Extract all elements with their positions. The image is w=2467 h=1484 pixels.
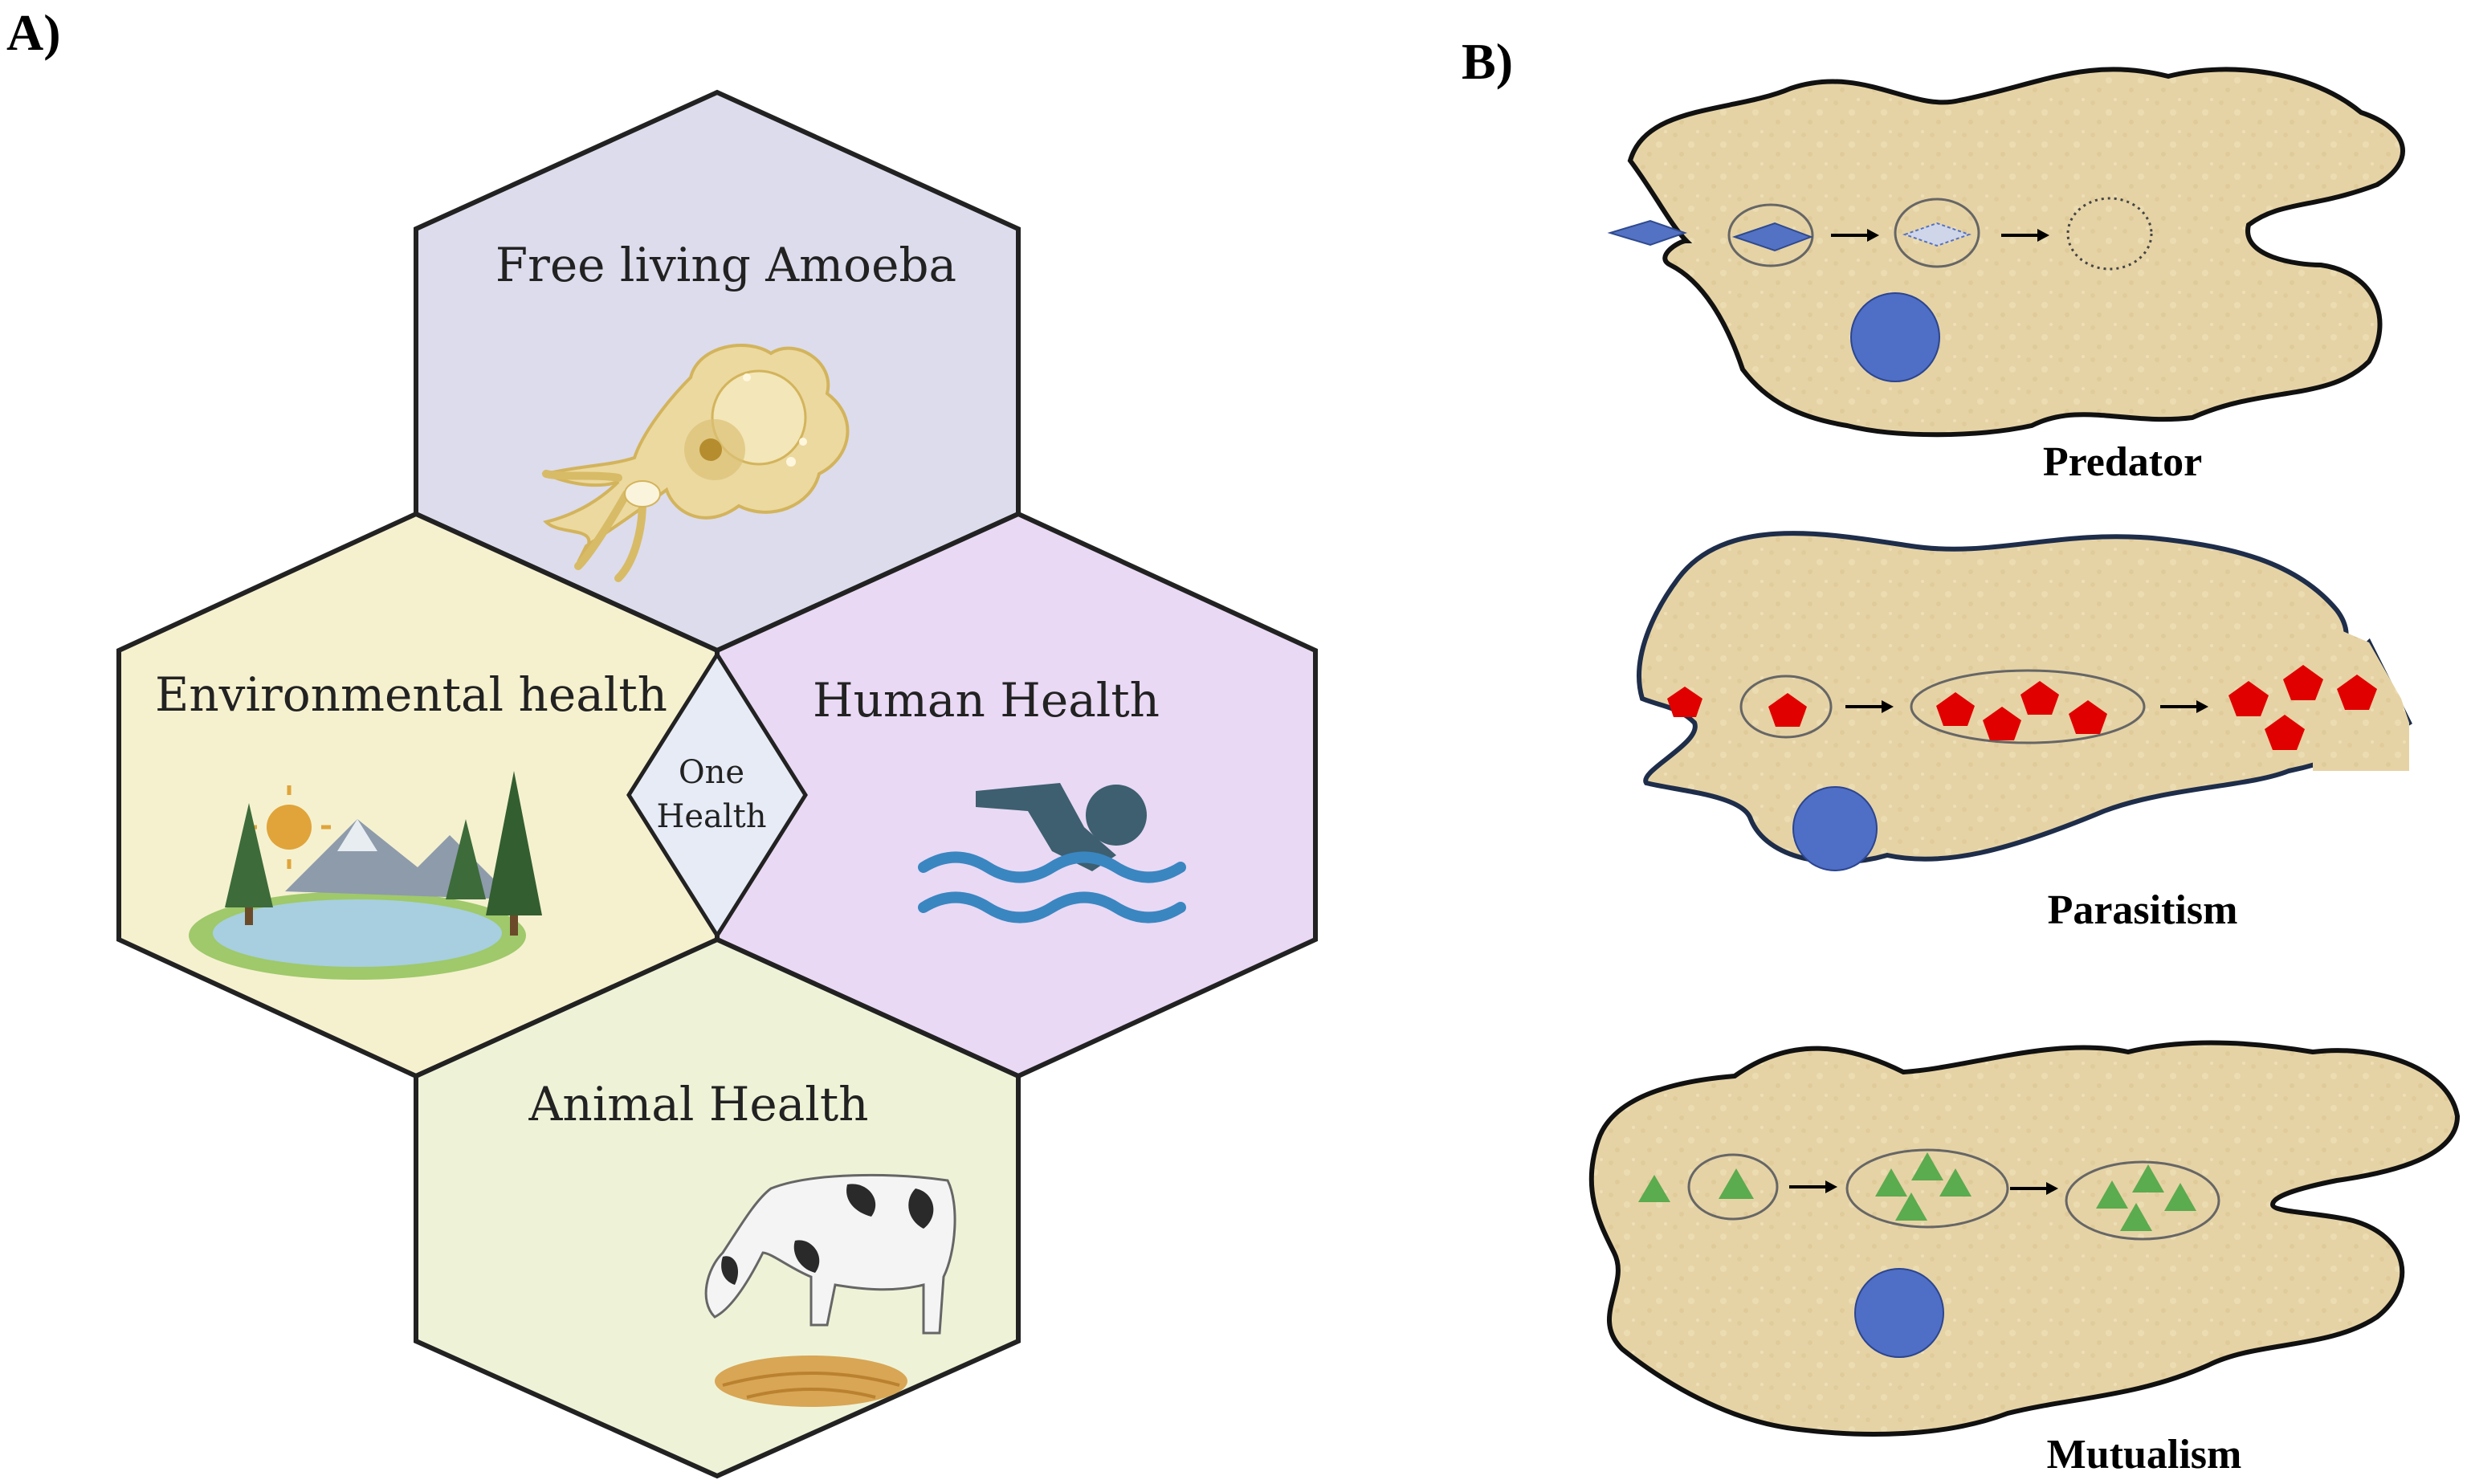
nucleus-mutualism bbox=[1854, 1268, 1944, 1358]
particle-pentagon-vacuole bbox=[1768, 693, 1807, 727]
vacuole-parasite-1 bbox=[1739, 675, 1833, 739]
particle-diamond-digesting bbox=[1902, 222, 1972, 247]
panel-b-label: B) bbox=[1462, 33, 1513, 90]
caption-mutualism: Mutualism bbox=[2047, 1432, 2242, 1478]
caption-parasitism: Parasitism bbox=[2048, 887, 2238, 933]
particles-triangle-coexisting bbox=[2096, 1164, 2196, 1231]
particles-triangle-multiplying bbox=[1875, 1152, 1972, 1221]
cell-predator: Predator bbox=[1607, 67, 2405, 485]
particle-triangle-vacuole bbox=[1719, 1168, 1754, 1199]
amoeba-icon bbox=[541, 344, 850, 582]
particle-diamond-vacuole bbox=[1731, 222, 1813, 252]
one-health-line2: Health bbox=[656, 798, 766, 835]
particles-pentagon-released bbox=[2228, 665, 2377, 750]
landscape-icon bbox=[189, 771, 542, 980]
particle-diamond-outside bbox=[1607, 219, 1688, 247]
vacuole-2 bbox=[1894, 198, 1980, 268]
hex-title-human: Human Health bbox=[813, 673, 1160, 728]
vacuole-mutual-1 bbox=[1687, 1153, 1779, 1221]
nucleus-parasitism bbox=[1792, 786, 1878, 871]
swimmer-icon bbox=[918, 783, 1186, 923]
nucleus-predator bbox=[1850, 292, 1940, 382]
one-health-diamond bbox=[626, 650, 808, 940]
caption-predator: Predator bbox=[2043, 439, 2202, 485]
particle-pentagon-outside bbox=[1667, 687, 1702, 717]
cell-body-mutualism bbox=[1588, 1040, 2461, 1437]
vacuole-mutual-2 bbox=[1845, 1148, 2009, 1229]
cow-icon bbox=[704, 1173, 956, 1407]
vacuole-parasite-2 bbox=[1910, 669, 2146, 744]
hex-title-animal: Animal Health bbox=[528, 1077, 868, 1131]
hex-animal-health bbox=[414, 936, 1021, 1479]
hex-title-amoeba: Free living Amoeba bbox=[495, 238, 956, 292]
cell-mutualism: Mutualism bbox=[1588, 1040, 2461, 1478]
particles-pentagon-multiplying bbox=[1936, 681, 2107, 740]
hex-title-environmental: Environmental health bbox=[155, 667, 667, 722]
vacuole-mutual-3 bbox=[2065, 1160, 2220, 1241]
cell-parasitism: Parasitism bbox=[1637, 531, 2412, 933]
panel-a-label: A) bbox=[6, 4, 61, 61]
one-health-line1: One bbox=[679, 754, 744, 791]
cell-body-predator bbox=[1627, 67, 2405, 438]
particle-triangle-outside bbox=[1638, 1175, 1670, 1202]
vacuole-3-empty bbox=[2066, 197, 2153, 271]
vacuole-1 bbox=[1727, 203, 1814, 267]
